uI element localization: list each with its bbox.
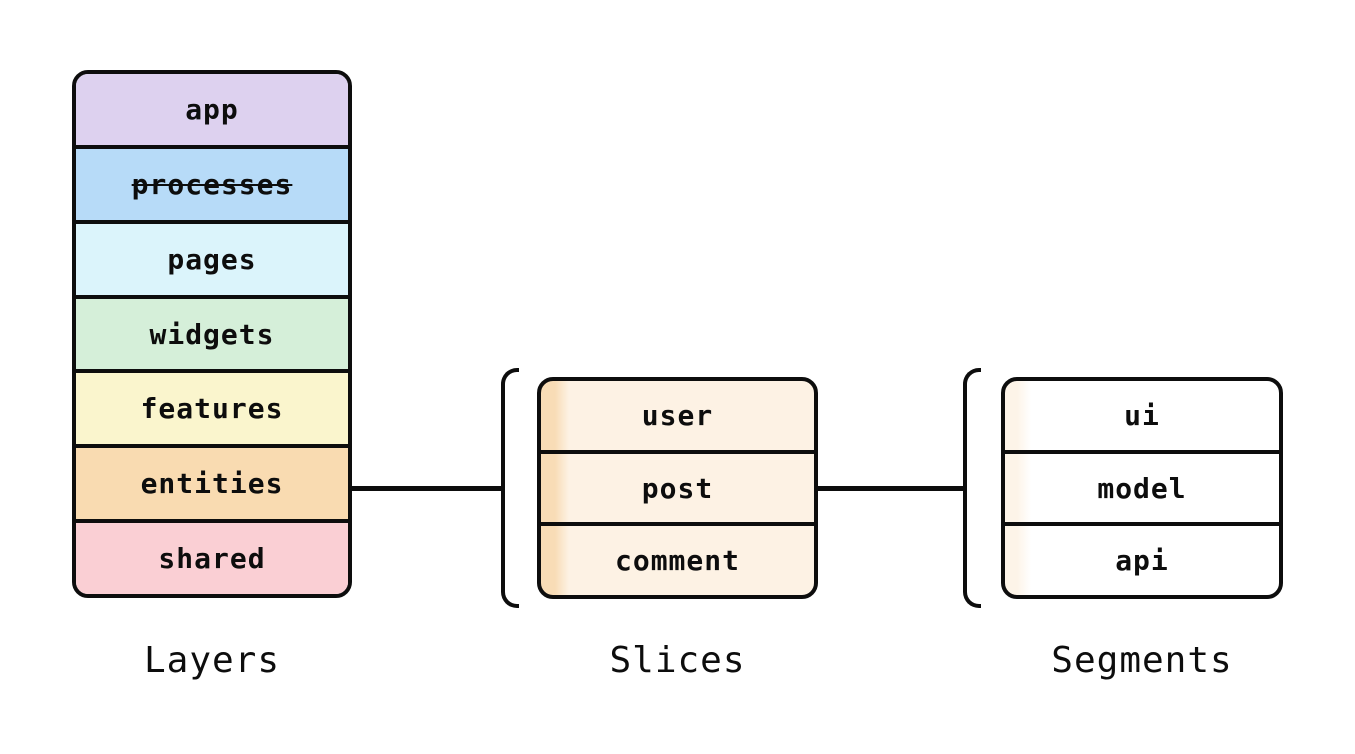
slices-box: user post comment <box>537 377 818 599</box>
segment-row-model: model <box>1005 449 1279 523</box>
layer-label-shared: shared <box>158 542 266 576</box>
slice-row-post: post <box>541 449 814 523</box>
segments-bracket <box>963 368 981 608</box>
segment-row-api: api <box>1005 522 1279 595</box>
layer-row-entities: entities <box>76 444 348 520</box>
layer-label-features: features <box>140 392 284 426</box>
layers-caption: Layers <box>143 640 281 681</box>
layer-row-processes: processes <box>76 144 348 220</box>
slice-label-post: post <box>641 471 714 505</box>
slice-label-comment: comment <box>614 544 740 578</box>
connector-slices-to-segments <box>815 486 965 491</box>
layer-row-pages: pages <box>76 219 348 295</box>
layer-label-processes: processes <box>131 167 293 201</box>
slices-caption: Slices <box>609 640 746 681</box>
segment-label-ui: ui <box>1124 398 1160 432</box>
layer-row-features: features <box>76 369 348 445</box>
layer-row-widgets: widgets <box>76 294 348 370</box>
segments-box: ui model api <box>1001 377 1283 599</box>
layers-stack: app processes pages widgets features ent… <box>72 70 352 598</box>
layer-label-entities: entities <box>140 467 284 501</box>
slice-row-user: user <box>541 381 814 450</box>
layer-label-widgets: widgets <box>149 317 275 351</box>
segment-label-api: api <box>1115 544 1169 578</box>
connector-entities-to-slices <box>352 486 503 491</box>
slice-label-user: user <box>641 398 714 432</box>
slice-row-comment: comment <box>541 522 814 595</box>
layer-row-app: app <box>76 74 348 145</box>
layer-row-shared: shared <box>76 519 348 594</box>
layer-label-pages: pages <box>167 242 257 276</box>
slices-bracket <box>501 368 519 608</box>
segment-label-model: model <box>1097 471 1187 505</box>
segment-row-ui: ui <box>1005 381 1279 450</box>
segments-caption: Segments <box>1051 640 1233 681</box>
layer-label-app: app <box>185 92 239 126</box>
